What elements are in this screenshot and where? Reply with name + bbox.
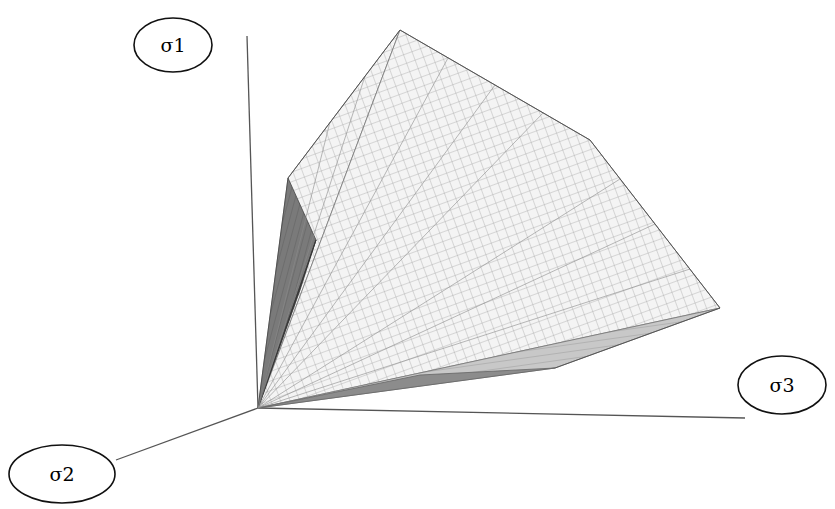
axis-label-ellipse: σ1 [133,17,213,73]
surface-face [258,240,316,408]
surface-edge [288,30,720,368]
axis-line [116,408,258,460]
axis-label-ellipse: σ2 [8,444,116,504]
surface-face [258,368,555,408]
surface-grid [258,58,690,408]
axis-label: σ3 [769,374,794,396]
surface-face [258,30,720,408]
axis-label-ellipse: σ3 [737,355,827,415]
surface-face [258,308,720,408]
axis-line [247,36,258,408]
axis-label: σ1 [160,34,185,56]
axis-line [258,408,745,418]
axis-label: σ2 [49,463,74,485]
